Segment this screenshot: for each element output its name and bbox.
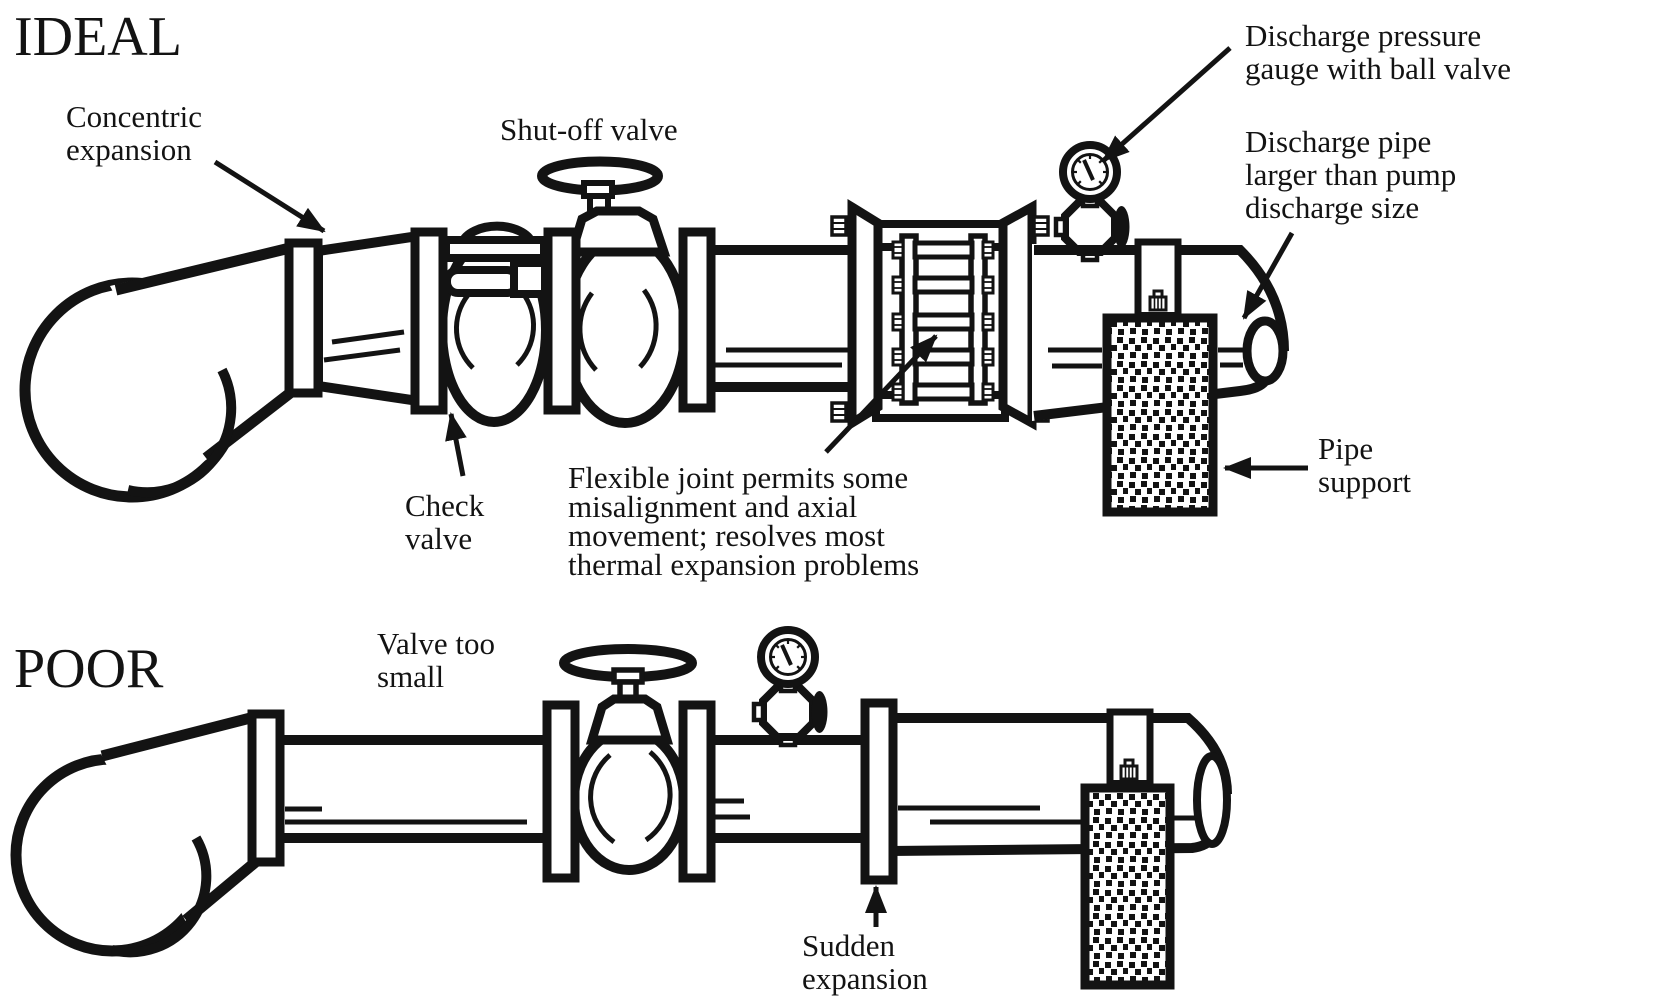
label-concentric-expansion: expansion [66, 132, 192, 167]
pump-discharge-flange [247, 709, 285, 867]
label-check-valve: valve [405, 521, 472, 556]
arrow-concentric-expansion [213, 159, 326, 234]
valve-bonnet [565, 206, 671, 257]
label-flexible-joint: thermal expansion problems [568, 547, 919, 582]
label-discharge-gauge: gauge with ball valve [1245, 51, 1511, 86]
label-discharge-gauge: Discharge pressure [1245, 18, 1481, 53]
small-shutoff-valve [559, 644, 697, 875]
pump-ideal [19, 241, 298, 503]
volute-spiral [110, 835, 212, 958]
label-valve-too-small: small [377, 659, 444, 694]
check-valve-bracket [442, 236, 548, 262]
arrow-discharge-pipe [1241, 231, 1295, 320]
check-valve-pin [510, 259, 549, 298]
pressure-gauge-ball-valve [754, 630, 828, 745]
label-flexible-joint: Flexible joint permits some [568, 460, 908, 495]
arrow-check-valve [445, 412, 467, 477]
sudden-expansion-flange [860, 698, 898, 885]
valve-bonnet [585, 694, 674, 745]
pump-neck [110, 242, 296, 462]
label-discharge-pipe: Discharge pipe [1245, 124, 1431, 159]
label-flexible-joint: movement; resolves most [568, 518, 885, 553]
label-sudden-expansion: Sudden [802, 928, 896, 963]
pipe-clamp [1106, 708, 1154, 794]
large-discharge-pipe [888, 712, 1232, 856]
flange [410, 227, 448, 415]
check-valve-clapper [443, 266, 522, 297]
pressure-gauge-ball-valve [1056, 145, 1130, 260]
arrow-discharge-gauge [1101, 46, 1232, 163]
label-flexible-joint: misalignment and axial [568, 489, 857, 524]
shutoff-valve-body [560, 232, 690, 428]
label-concentric-expansion: Concentric [66, 99, 202, 134]
label-check-valve: Check [405, 488, 485, 523]
flange [678, 700, 716, 883]
label-pipe-support: support [1318, 464, 1411, 499]
flange [543, 227, 581, 415]
check-valve [437, 221, 551, 427]
suction-size-pipe-run [272, 734, 562, 844]
pipe-open-end [1193, 752, 1231, 848]
pump-discharge-flange [284, 238, 323, 398]
poor-section: POOR [10, 626, 1232, 996]
joint-flange-right [998, 199, 1037, 431]
pipe-clamp [1134, 238, 1182, 326]
label-discharge-pipe: discharge size [1245, 190, 1419, 225]
label-valve-too-small: Valve too [377, 626, 495, 661]
pump-neck [98, 710, 260, 930]
label-discharge-pipe: larger than pump [1245, 157, 1456, 192]
concentric-expansion-cone [313, 230, 423, 407]
pipe-support-block [1102, 313, 1218, 517]
pipe-support-block [1080, 783, 1175, 990]
label-sudden-expansion: expansion [802, 961, 928, 996]
joint-flange-left [847, 198, 883, 432]
ideal-title: IDEAL [14, 6, 182, 68]
flange [678, 227, 716, 413]
volute-spiral [126, 367, 237, 498]
pipe-run [700, 734, 880, 844]
pipe-open-end [1242, 316, 1288, 386]
flange [542, 700, 580, 883]
poor-title: POOR [14, 638, 164, 700]
label-pipe-support: Pipe [1318, 431, 1373, 466]
ideal-section: IDEAL [14, 6, 1511, 582]
tie-rods [912, 240, 975, 402]
pump-poor [10, 710, 262, 958]
label-shutoff-valve: Shut-off valve [500, 112, 678, 147]
discharge-pipe-run [690, 245, 865, 392]
arrow-flexible-joint [824, 334, 938, 454]
flexible-joint [830, 198, 1050, 432]
